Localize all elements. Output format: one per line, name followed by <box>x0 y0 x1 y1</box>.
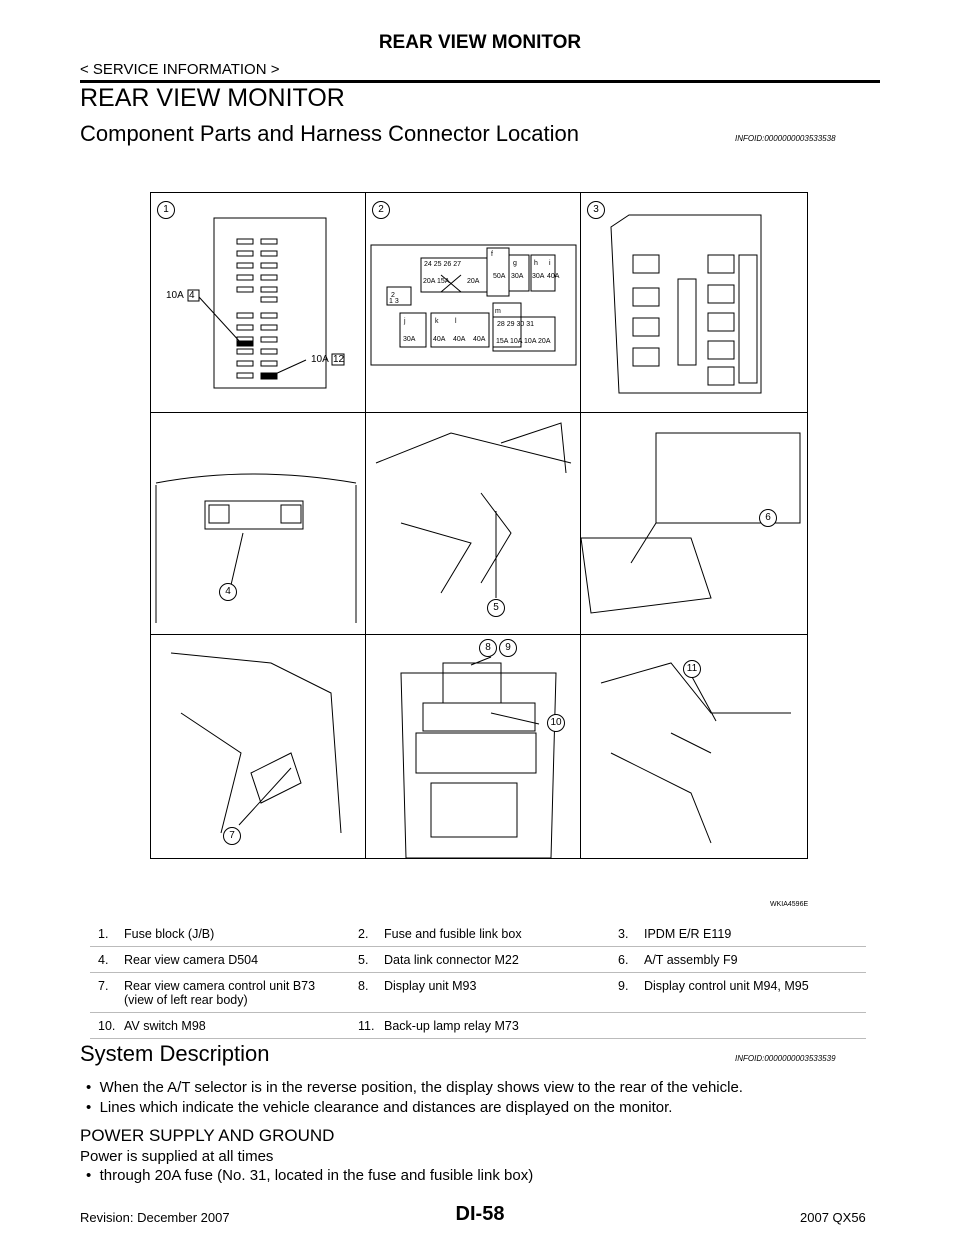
legend-text: IPDM E/R E119 <box>644 927 732 941</box>
callout-4: 4 <box>219 583 237 601</box>
callout-2: 2 <box>372 201 390 219</box>
legend-text: AV switch M98 <box>124 1019 206 1033</box>
power-bullet: • through 20A fuse (No. 31, located in t… <box>86 1167 534 1184</box>
subheading-power-supply: POWER SUPPLY AND GROUND <box>80 1126 335 1145</box>
svg-text:k: k <box>435 318 439 325</box>
panel-fuse-link-box <box>366 193 581 413</box>
legend-text: A/T assembly F9 <box>644 953 738 967</box>
svg-text:40A: 40A <box>473 336 486 343</box>
legend-text: Fuse and fusible link box <box>384 927 522 941</box>
svg-text:1 3: 1 3 <box>389 298 399 305</box>
legend-cell: 2.Fuse and fusible link box <box>350 921 610 947</box>
bullet-item: • When the A/T selector is in the revers… <box>86 1079 743 1096</box>
legend-row: 1.Fuse block (J/B) 2.Fuse and fusible li… <box>90 921 866 947</box>
callout-1: 1 <box>157 201 175 219</box>
legend-cell: 5.Data link connector M22 <box>350 946 610 973</box>
legend-row: 7.Rear view camera control unit B73 (vie… <box>90 972 866 1013</box>
svg-text:2: 2 <box>391 292 395 299</box>
svg-text:30A: 30A <box>511 273 524 280</box>
legend-cell <box>610 1012 866 1039</box>
callout-3: 3 <box>587 201 605 219</box>
legend-cell: 11.Back-up lamp relay M73 <box>350 1012 610 1039</box>
bullet-item: • Lines which indicate the vehicle clear… <box>86 1099 673 1116</box>
callout-7: 7 <box>223 827 241 845</box>
panel-fuse-block <box>151 193 366 413</box>
legend-cell: 6.A/T assembly F9 <box>610 946 866 973</box>
svg-text:30A: 30A <box>403 336 416 343</box>
legend-cell: 7.Rear view camera control unit B73 (vie… <box>90 972 350 1013</box>
panel-display-unit <box>366 635 581 858</box>
callout-5: 5 <box>487 599 505 617</box>
panel-ipdm <box>581 193 807 413</box>
legend-text: Fuse block (J/B) <box>124 927 215 941</box>
section-heading-component-parts: Component Parts and Harness Connector Lo… <box>80 121 579 146</box>
fuse-4-label: 4 <box>189 290 195 301</box>
footer-page-number: DI-58 <box>455 1203 505 1225</box>
footer-revision: Revision: December 2007 <box>80 1210 230 1225</box>
legend-row: 10.AV switch M98 11.Back-up lamp relay M… <box>90 1012 866 1039</box>
svg-text:30A: 30A <box>532 273 545 280</box>
footer-model: 2007 QX56 <box>800 1210 866 1225</box>
svg-text:24 25 26 27: 24 25 26 27 <box>424 261 461 268</box>
svg-text:f: f <box>491 251 493 258</box>
callout-10: 10 <box>547 714 565 732</box>
legend-cell: 8.Display unit M93 <box>350 972 610 1013</box>
component-location-figure: 24 25 26 27 20A 15A 20A f 50A g 30A h 30A i 4… <box>150 192 808 859</box>
panel-camera-control-unit <box>151 635 366 858</box>
callout-11: 11 <box>683 660 701 678</box>
svg-text:j: j <box>403 318 406 325</box>
figure-drawings: 24 25 26 27 20A 15A 20A f 50A g 30A h 30A i 4… <box>155 214 801 858</box>
legend-cell: 3.IPDM E/R E119 <box>610 921 866 947</box>
legend-text: Rear view camera control unit B73 (view … <box>124 979 316 1007</box>
svg-text:g: g <box>513 260 517 267</box>
page-title: REAR VIEW MONITOR <box>80 84 345 112</box>
legend-cell: 4.Rear view camera D504 <box>90 946 350 973</box>
svg-text:m: m <box>495 308 501 315</box>
panel-data-link <box>366 413 581 635</box>
running-header-title: REAR VIEW MONITOR <box>378 32 582 53</box>
svg-text:i: i <box>549 260 551 267</box>
fuse-12-label: 12 <box>333 354 345 365</box>
svg-text:40A: 40A <box>453 336 466 343</box>
legend-table: 1.Fuse block (J/B) 2.Fuse and fusible li… <box>90 921 866 1039</box>
info-id: INFOID:0000000003533538 <box>735 134 836 143</box>
svg-text:28 29 30 31: 28 29 30 31 <box>497 321 534 328</box>
legend-text: Display control unit M94, M95 <box>644 979 809 993</box>
svg-text:15A 10A 10A 20A: 15A 10A 10A 20A <box>496 338 551 345</box>
svg-text:l: l <box>455 318 457 325</box>
fuse-12-amperage: 10A <box>311 354 329 365</box>
section-breadcrumb: < SERVICE INFORMATION > <box>80 61 280 78</box>
legend-text: Back-up lamp relay M73 <box>384 1019 519 1033</box>
fuse-4-amperage: 10A <box>166 290 184 301</box>
legend-text: Display unit M93 <box>384 979 477 993</box>
legend-text: Rear view camera D504 <box>124 953 259 967</box>
info-id: INFOID:0000000003533539 <box>735 1054 836 1063</box>
svg-text:50A: 50A <box>493 273 506 280</box>
section-heading-system-description: System Description <box>80 1041 270 1066</box>
svg-text:20A: 20A <box>467 278 480 285</box>
callout-8: 8 <box>479 639 497 657</box>
legend-cell: 9.Display control unit M94, M95 <box>610 972 866 1013</box>
power-text: Power is supplied at all times <box>80 1148 274 1165</box>
legend-cell: 1.Fuse block (J/B) <box>90 921 350 947</box>
svg-text:h: h <box>534 260 538 267</box>
legend-row: 4.Rear view camera D504 5.Data link conn… <box>90 946 866 973</box>
callout-6: 6 <box>759 509 777 527</box>
legend-text: Data link connector M22 <box>384 953 519 967</box>
svg-text:40A: 40A <box>433 336 446 343</box>
panel-rear-camera <box>151 413 366 635</box>
figure-code: WKIA4596E <box>770 901 809 908</box>
legend-cell: 10.AV switch M98 <box>90 1012 350 1039</box>
callout-9: 9 <box>499 639 517 657</box>
system-description-bullets: • When the A/T selector is in the revers… <box>86 1079 743 1119</box>
header-rule <box>80 80 880 83</box>
svg-text:20A 15A: 20A 15A <box>423 278 450 285</box>
panel-at-assembly <box>581 413 807 635</box>
svg-text:40A: 40A <box>547 273 560 280</box>
